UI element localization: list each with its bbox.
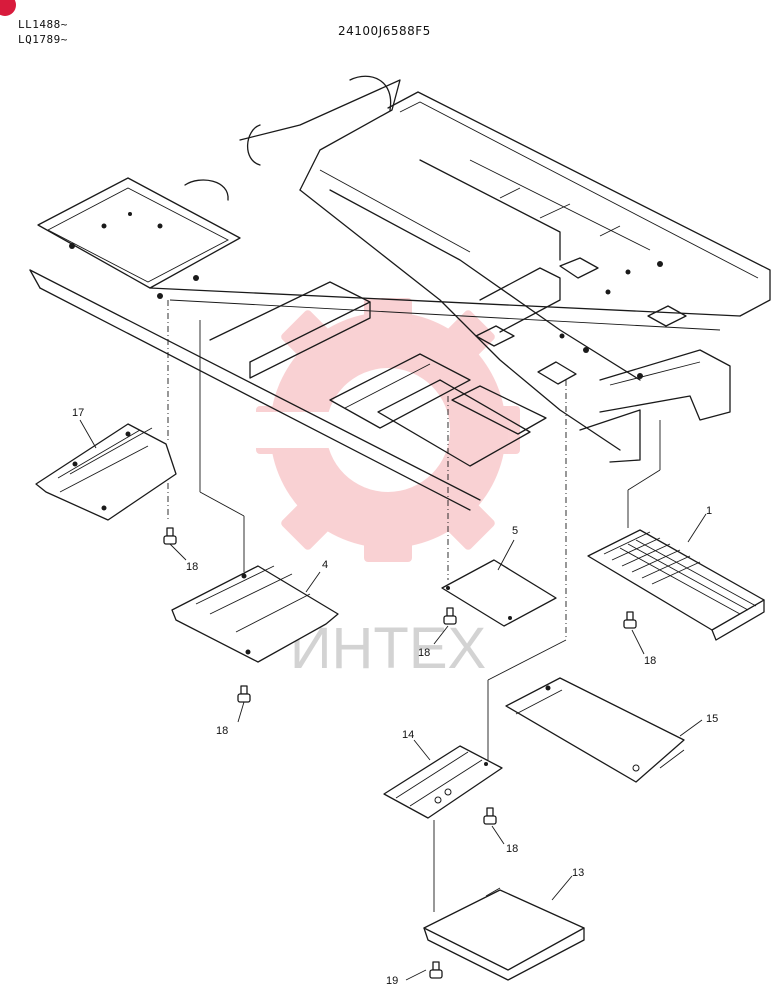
callout-19: 19 bbox=[386, 975, 398, 987]
watermark-text: ИНТЕХ bbox=[290, 616, 486, 681]
document-number: 24100J6588F5 bbox=[338, 24, 431, 38]
callout-1: 1 bbox=[706, 505, 712, 517]
cover-plate-5 bbox=[441, 559, 557, 627]
callout-18-center: 18 bbox=[418, 647, 430, 659]
serial-range-2: LQ1789~ bbox=[18, 33, 68, 46]
cover-plate-17 bbox=[35, 423, 177, 521]
bolt-icons bbox=[163, 527, 637, 979]
callout-18-left: 18 bbox=[186, 561, 198, 573]
cover-grating-1 bbox=[587, 529, 765, 641]
callout-18-bottom: 18 bbox=[506, 843, 518, 855]
callout-17: 17 bbox=[72, 407, 84, 419]
callout-14: 14 bbox=[402, 729, 414, 741]
callout-18-right: 18 bbox=[644, 655, 656, 667]
callout-15: 15 bbox=[706, 713, 718, 725]
cover-plate-15 bbox=[505, 677, 685, 783]
bracket-plate-14 bbox=[383, 745, 503, 819]
callout-5: 5 bbox=[512, 525, 518, 537]
cover-plate-13 bbox=[423, 887, 585, 981]
callout-4: 4 bbox=[322, 559, 328, 571]
callout-labels: 17 18 4 18 5 18 1 18 15 14 18 13 19 bbox=[72, 407, 718, 987]
callout-13: 13 bbox=[572, 867, 584, 879]
main-frame bbox=[29, 75, 771, 511]
callout-18-lower-left: 18 bbox=[216, 725, 228, 737]
serial-range-1: LL1488~ bbox=[18, 18, 68, 31]
assembly-leaders bbox=[167, 300, 661, 912]
cover-plate-4 bbox=[171, 565, 339, 663]
watermark-logo bbox=[230, 298, 520, 562]
corner-badge bbox=[0, 0, 16, 16]
callout-leaders bbox=[79, 419, 707, 981]
